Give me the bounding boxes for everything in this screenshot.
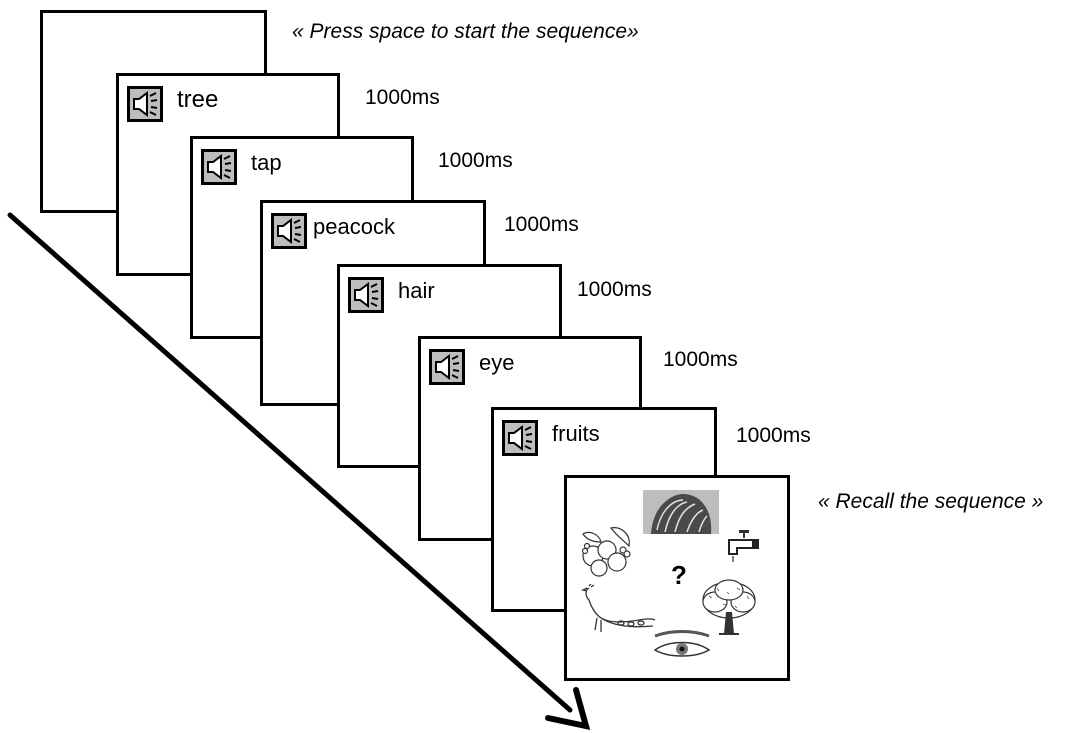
trial-duration: 1000ms xyxy=(577,278,652,301)
trial-word: tree xyxy=(177,86,219,113)
speaker-icon xyxy=(201,149,237,185)
recall-instruction: « Recall the sequence » xyxy=(818,490,1044,513)
fruits-image xyxy=(581,527,631,577)
speaker-icon xyxy=(127,86,163,122)
hair-image xyxy=(643,490,719,534)
trial-duration: 1000ms xyxy=(365,86,440,109)
trial-duration: 1000ms xyxy=(504,213,579,236)
tree-image xyxy=(702,579,756,635)
trial-word: eye xyxy=(479,350,515,375)
recall-screen: ? xyxy=(564,475,790,681)
speaker-icon xyxy=(271,213,307,249)
speaker-icon xyxy=(348,277,384,313)
trial-duration: 1000ms xyxy=(438,149,513,172)
tap-image xyxy=(728,530,759,562)
trial-word: fruits xyxy=(552,421,600,446)
start-instruction: « Press space to start the sequence» xyxy=(292,20,639,43)
trial-duration: 1000ms xyxy=(736,424,811,447)
question-mark: ? xyxy=(671,560,687,590)
trial-duration: 1000ms xyxy=(663,348,738,371)
eye-image xyxy=(653,630,711,657)
peacock-image xyxy=(581,584,656,632)
speaker-icon xyxy=(502,420,538,456)
trial-word: hair xyxy=(398,278,435,303)
trial-word: peacock xyxy=(313,214,395,239)
speaker-icon xyxy=(429,349,465,385)
trial-word: tap xyxy=(251,150,282,175)
